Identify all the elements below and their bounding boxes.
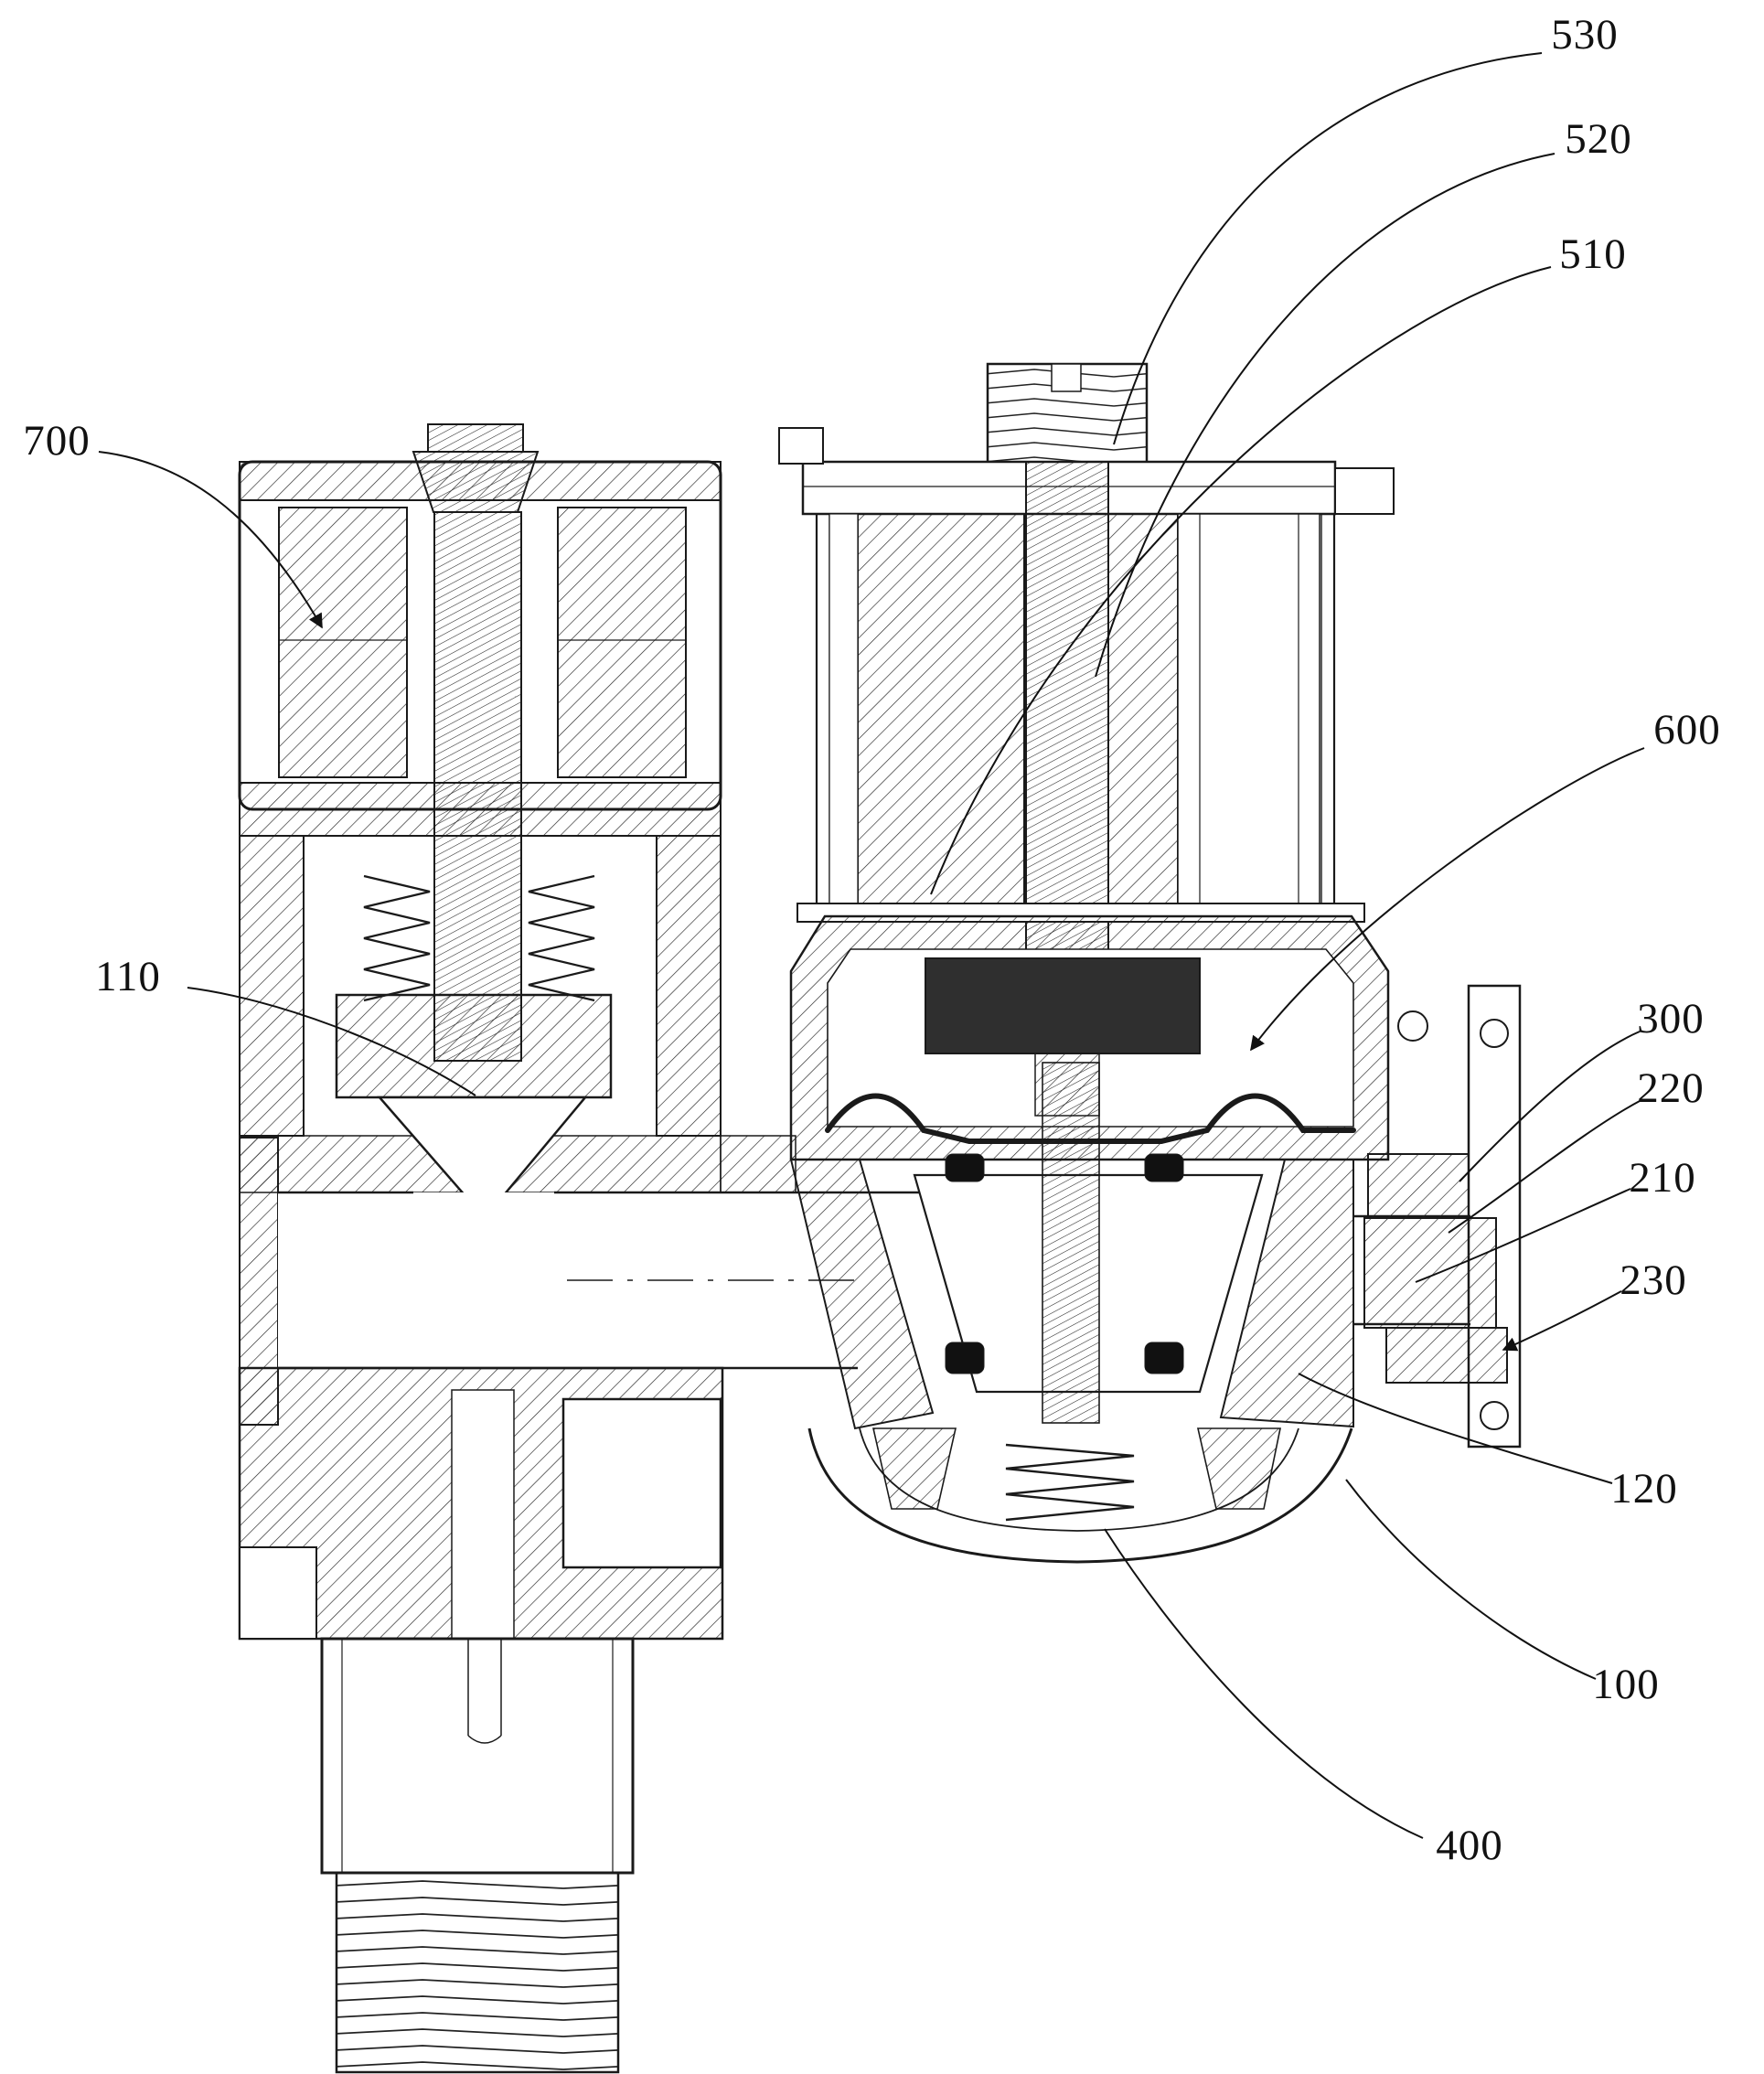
left-chamber-wall-right	[656, 835, 722, 1137]
leader-400	[1104, 1528, 1424, 1839]
ref-label-230: 230	[1620, 1256, 1687, 1304]
bottom-cap-outer	[807, 1427, 1353, 1564]
chamber-wall-right	[1219, 1159, 1354, 1428]
leader-530	[1113, 52, 1543, 445]
coil-core-right	[1107, 513, 1179, 904]
drain-channel	[451, 1389, 515, 1640]
left-solenoid-assembly	[238, 423, 722, 837]
ref-label-520: 520	[1565, 115, 1632, 163]
gland-left	[871, 1427, 957, 1510]
bonnet-bolt-hole	[1397, 1010, 1428, 1042]
right-solenoid-assembly	[778, 362, 1395, 957]
seal-oring-upper-left	[945, 1153, 985, 1182]
left-coil-block-left	[278, 507, 408, 778]
ref-label-300: 300	[1637, 995, 1705, 1042]
left-stem-cap	[427, 423, 524, 453]
bottom-external-thread	[335, 1871, 620, 2074]
coil-core-left	[857, 513, 1025, 904]
ref-label-600: 600	[1653, 706, 1721, 754]
leader-300	[1459, 1031, 1641, 1182]
left-valve-stem	[433, 511, 522, 1062]
ref-label-110: 110	[95, 953, 161, 1000]
leader-520	[1095, 153, 1556, 678]
diaphragm	[825, 1093, 1356, 1144]
center-stem-520	[1025, 461, 1109, 957]
chamber-wall-left	[789, 1159, 935, 1430]
side-boss	[561, 1397, 722, 1569]
lower-step	[239, 1546, 317, 1640]
bottom-cap-inner	[859, 1427, 1299, 1532]
ref-label-510: 510	[1559, 230, 1627, 278]
gland-right	[1196, 1427, 1281, 1510]
armature-block	[925, 957, 1201, 1054]
valve-cone-plug	[377, 1096, 588, 1220]
leader-220	[1448, 1100, 1641, 1234]
left-stem-nut	[412, 451, 540, 513]
leader-210	[1415, 1188, 1631, 1283]
ref-label-210: 210	[1629, 1154, 1696, 1202]
ref-label-220: 220	[1637, 1064, 1705, 1112]
ref-label-100: 100	[1592, 1661, 1660, 1708]
leader-lines	[98, 52, 1645, 1839]
outlet-cylinder	[320, 1637, 635, 1875]
bridge-band	[720, 1135, 796, 1193]
fitting-block-300	[1367, 1153, 1470, 1219]
left-valve-spring	[363, 874, 431, 1002]
right-valve-stem	[1042, 1062, 1100, 1424]
fitting-block-210	[1363, 1217, 1497, 1329]
ref-label-700: 700	[23, 417, 91, 465]
spring-400	[1005, 1443, 1135, 1522]
plate-hole-top	[1480, 1019, 1509, 1048]
fitting-block-230	[1385, 1327, 1508, 1384]
plate-hole-bottom	[1480, 1401, 1509, 1430]
seal-oring-lower-right	[1144, 1342, 1184, 1374]
leader-100	[1345, 1479, 1597, 1680]
seal-oring-upper-right	[1144, 1153, 1184, 1182]
left-coil-block-right	[557, 507, 687, 778]
bonnet-assembly-600	[789, 914, 1428, 1161]
flange-tab-left	[778, 427, 824, 465]
seal-oring-lower-left	[945, 1342, 985, 1374]
leader-120	[1298, 1373, 1613, 1484]
coil-window-left	[829, 513, 859, 904]
flange-tab-right	[1334, 467, 1395, 515]
ref-label-400: 400	[1436, 1822, 1503, 1869]
leader-110	[187, 987, 476, 1096]
ref-label-530: 530	[1551, 11, 1619, 59]
leader-600	[1250, 747, 1645, 1052]
leader-700	[98, 451, 323, 629]
ref-label-120: 120	[1610, 1465, 1678, 1513]
stud-slot	[1051, 363, 1082, 392]
left-chamber-wall-left	[239, 835, 305, 1137]
leader-510	[930, 266, 1552, 895]
leader-230	[1502, 1290, 1622, 1352]
left-valve-spring-2	[528, 874, 595, 1002]
right-valve-chamber	[789, 1062, 1354, 1564]
